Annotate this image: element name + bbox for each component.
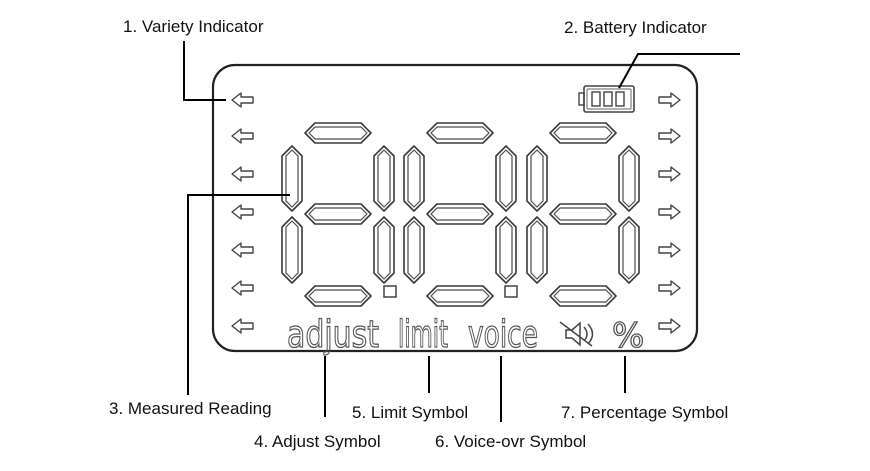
left-arrow-icon — [231, 166, 254, 182]
lcd-limit-word: limit — [398, 313, 448, 356]
lcd-adjust-word: adjust — [287, 313, 379, 356]
decimal-point-2 — [504, 285, 518, 298]
callout-battery-indicator: 2. Battery Indicator — [564, 18, 707, 37]
battery-bar — [615, 91, 625, 107]
callout-limit-symbol: 5. Limit Symbol — [352, 403, 469, 422]
leader-variety — [183, 41, 226, 101]
right-arrow-icon — [658, 128, 681, 144]
right-arrow-icon — [658, 318, 681, 334]
callout-variety-indicator: 1. Variety Indicator — [123, 17, 264, 36]
left-arrow-icon — [231, 318, 254, 334]
lcd-percent-symbol: % — [612, 316, 644, 356]
seven-segment-digit — [526, 122, 640, 307]
leader-measured — [187, 194, 290, 395]
decimal-point-1 — [383, 285, 397, 298]
left-arrow-icon — [231, 280, 254, 296]
callout-percentage-symbol: 7. Percentage Symbol — [561, 403, 729, 422]
left-arrow-icon — [231, 242, 254, 258]
battery-icon — [578, 85, 635, 113]
right-arrow-icon — [658, 166, 681, 182]
right-arrow-icon — [658, 280, 681, 296]
speaker-mute-icon — [559, 321, 594, 347]
right-arrow-icon — [658, 92, 681, 108]
leader-battery — [618, 53, 740, 89]
battery-bar — [591, 91, 601, 107]
variety-right-arrows — [658, 92, 681, 334]
right-arrow-icon — [658, 242, 681, 258]
battery-bar — [603, 91, 613, 107]
left-arrow-icon — [231, 204, 254, 220]
variety-left-arrows — [231, 92, 254, 334]
seven-segment-digit — [403, 122, 517, 307]
callout-measured-reading: 3. Measured Reading — [109, 399, 272, 418]
left-arrow-icon — [231, 92, 254, 108]
callout-adjust-symbol: 4. Adjust Symbol — [254, 432, 381, 451]
callout-voice-ovr-symbol: 6. Voice-ovr Symbol — [435, 432, 587, 451]
right-arrow-icon — [658, 204, 681, 220]
lcd-voice-word: voice — [468, 313, 538, 356]
left-arrow-icon — [231, 128, 254, 144]
measured-reading-digits — [281, 122, 640, 307]
seven-segment-digit — [281, 122, 395, 307]
